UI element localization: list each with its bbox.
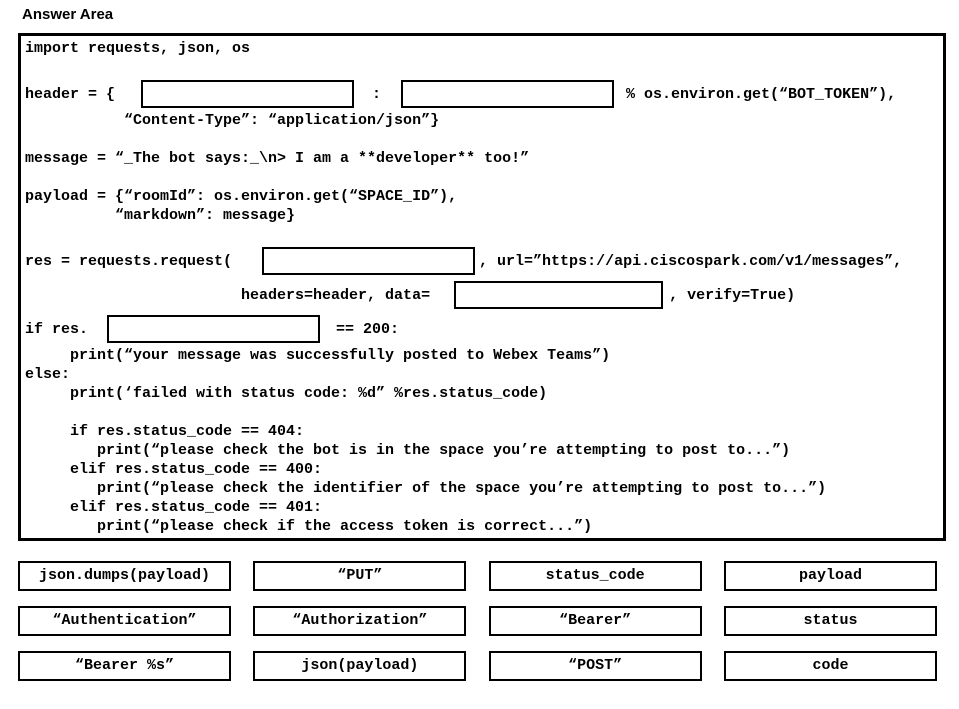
option-json-payload[interactable]: json(payload) (253, 651, 467, 681)
code-line-print-401: print(“please check if the access token … (25, 518, 593, 535)
blank-response-attribute[interactable] (107, 315, 321, 343)
code-line-message: message = “_The bot says:_\n> I am a **d… (25, 150, 530, 167)
spacer (25, 403, 943, 422)
code-line-payload: payload = {“roomId”: os.environ.get(“SPA… (25, 188, 458, 205)
code-line-elif-400: elif res.status_code == 400: (25, 461, 323, 478)
code-line-if-response: if res. == 200: (25, 312, 943, 346)
code-request-prefix: res = requests.request( (25, 252, 233, 270)
code-line-print-success: print(“your message was successfully pos… (25, 347, 611, 364)
code-header-colon: : (372, 85, 382, 103)
code-line-print-400: print(“please check the identifier of th… (25, 480, 827, 497)
option-post[interactable]: “POST” (488, 651, 702, 681)
option-bearer[interactable]: “Bearer” (488, 606, 702, 636)
spacer (25, 130, 943, 149)
code-line-header: header = { : % os.environ.get(“BOT_TOKEN… (25, 77, 943, 111)
code-header-prefix: header = { (25, 85, 116, 103)
code-line-content-type: “Content-Type”: “application/json”} (25, 112, 440, 129)
code-line-print-failed: print(‘failed with status code: %d” %res… (25, 385, 548, 402)
spacer (25, 58, 943, 77)
code-line-request: res = requests.request( , url=”https://a… (25, 244, 943, 278)
code-panel: import requests, json, os header = { : %… (18, 33, 946, 541)
code-request-suffix: , url=”https://api.ciscospark.com/v1/mes… (479, 252, 903, 270)
option-tokens: json.dumps(payload) “PUT” status_code pa… (18, 561, 937, 681)
option-bearer-percent-s[interactable]: “Bearer %s” (18, 651, 231, 681)
option-status-code[interactable]: status_code (488, 561, 702, 591)
code-line-markdown: “markdown”: message} (25, 207, 296, 224)
code-line-print-404: print(“please check the bot is in the sp… (25, 442, 791, 459)
option-put[interactable]: “PUT” (253, 561, 467, 591)
option-authorization[interactable]: “Authorization” (253, 606, 467, 636)
code-line-elif-401: elif res.status_code == 401: (25, 499, 323, 516)
option-authentication[interactable]: “Authentication” (18, 606, 231, 636)
option-json-dumps-payload[interactable]: json.dumps(payload) (18, 561, 231, 591)
spacer (25, 225, 943, 244)
code-line-else: else: (25, 366, 71, 383)
code-line-if-404: if res.status_code == 404: (25, 423, 305, 440)
blank-header-value[interactable] (401, 80, 615, 108)
answer-area-title: Answer Area (22, 6, 114, 23)
code-if-prefix: if res. (25, 320, 89, 338)
blank-request-data[interactable] (454, 281, 664, 309)
option-status[interactable]: status (723, 606, 937, 636)
blank-header-key[interactable] (141, 80, 355, 108)
spacer (25, 168, 943, 187)
code-if-suffix: == 200: (336, 320, 400, 338)
option-code[interactable]: code (723, 651, 937, 681)
code-request-args-prefix: headers=header, data= (25, 286, 431, 304)
code-line-request-args: headers=header, data= , verify=True) (25, 278, 943, 312)
option-payload[interactable]: payload (723, 561, 937, 591)
code-request-args-suffix: , verify=True) (669, 286, 796, 304)
code-header-suffix: % os.environ.get(“BOT_TOKEN”), (626, 85, 897, 103)
blank-request-method[interactable] (262, 247, 476, 275)
code-line-import: import requests, json, os (25, 40, 251, 57)
